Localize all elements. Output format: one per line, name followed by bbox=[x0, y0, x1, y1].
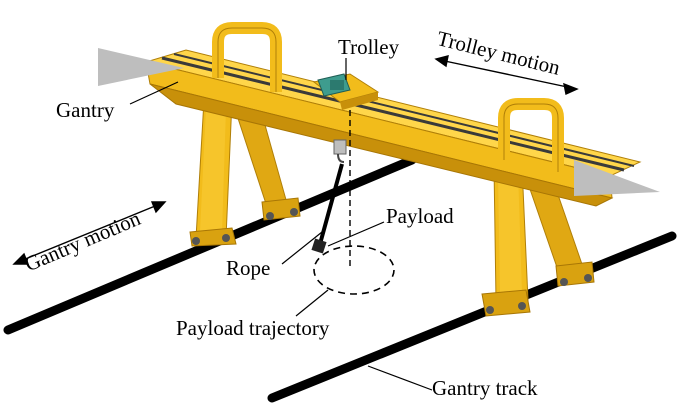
payload-leader bbox=[327, 221, 385, 247]
wheel-bogies bbox=[192, 208, 592, 314]
payload-block bbox=[311, 238, 327, 254]
rope-line bbox=[318, 163, 344, 245]
trolley-motion-arrow bbox=[434, 55, 579, 96]
label-gantry: Gantry bbox=[56, 98, 115, 122]
gantry-motion-arrow bbox=[12, 201, 167, 265]
label-gantry-track: Gantry track bbox=[432, 376, 538, 400]
right-portal-arch bbox=[498, 98, 564, 172]
left-girder-arrow bbox=[98, 48, 184, 86]
payload-trajectory-ellipse bbox=[313, 245, 395, 295]
right-girder-arrow bbox=[574, 160, 660, 196]
label-rope: Rope bbox=[226, 256, 271, 280]
payload-trajectory-leader bbox=[295, 289, 329, 317]
gantry-track-right bbox=[267, 231, 677, 403]
main-girder bbox=[144, 49, 642, 207]
label-trolley: Trolley bbox=[338, 35, 400, 59]
label-payload-trajectory: Payload trajectory bbox=[176, 316, 330, 340]
left-portal-arch bbox=[212, 22, 282, 92]
gantry-track-leader bbox=[367, 365, 433, 391]
label-payload: Payload bbox=[386, 204, 454, 228]
hook-block bbox=[333, 139, 347, 163]
rope-leader bbox=[281, 231, 323, 265]
gantry-leader bbox=[129, 81, 179, 105]
trolley-body bbox=[312, 73, 380, 110]
